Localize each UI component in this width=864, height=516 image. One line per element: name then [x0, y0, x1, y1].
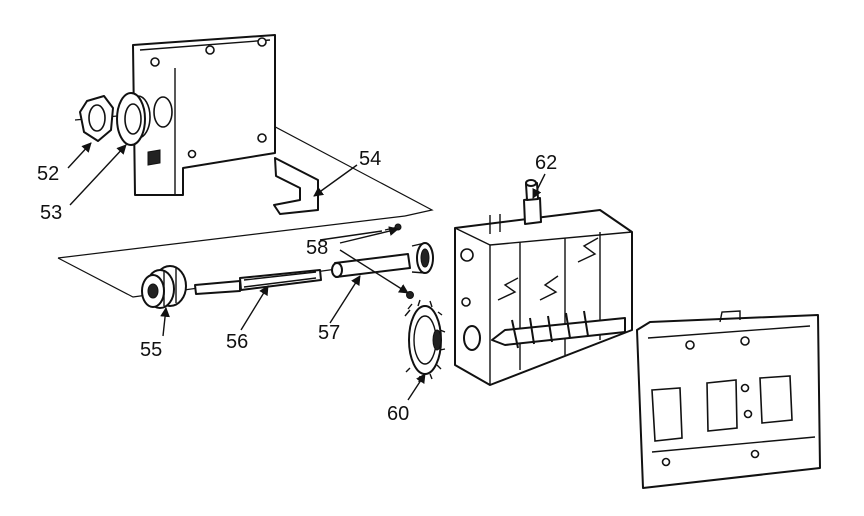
callout-60: 60	[387, 403, 409, 425]
mounting-bracket	[125, 34, 319, 215]
callout-62: 62	[535, 152, 557, 174]
shaft-56	[194, 269, 322, 295]
leader-lines	[67, 142, 546, 401]
callout-52: 52	[37, 163, 59, 185]
hex-nut-52	[79, 95, 114, 142]
washer-53	[116, 92, 146, 146]
callout-54: 54	[359, 148, 381, 170]
switch-housing	[454, 209, 633, 386]
terminal-post-62	[523, 179, 542, 225]
callout-58: 58	[306, 237, 328, 259]
knob-bushing-55	[141, 265, 187, 309]
callout-53: 53	[40, 202, 62, 224]
gear-shaft-57	[331, 242, 434, 278]
callout-57: 57	[318, 322, 340, 344]
front-cover-plate	[636, 310, 821, 489]
callout-55: 55	[140, 339, 162, 361]
callout-56: 56	[226, 331, 248, 353]
callout-labels: 52 53 54 55 56 57 58 60 62	[37, 148, 557, 425]
gear-60	[404, 299, 446, 383]
